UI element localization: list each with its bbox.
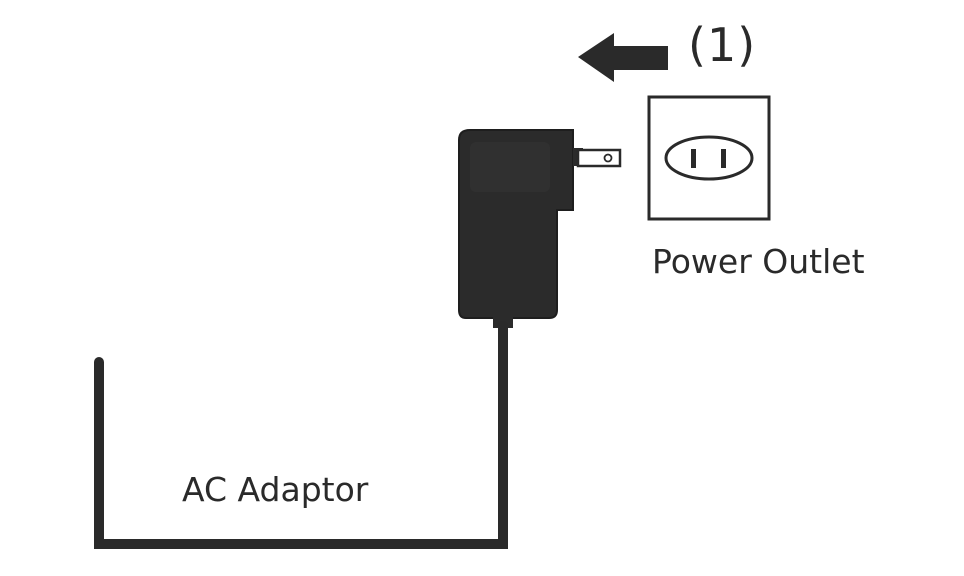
plug-prong-icon	[573, 148, 622, 168]
power-socket-icon	[664, 135, 754, 181]
adaptor-cable	[94, 321, 508, 549]
power-outlet	[647, 95, 771, 221]
left-arrow-icon	[578, 33, 668, 82]
ac-adaptor-body	[458, 129, 574, 328]
power-outlet-label: Power Outlet	[652, 242, 865, 281]
step-number-label: (1)	[688, 18, 757, 72]
ac-adaptor-label: AC Adaptor	[182, 470, 369, 509]
